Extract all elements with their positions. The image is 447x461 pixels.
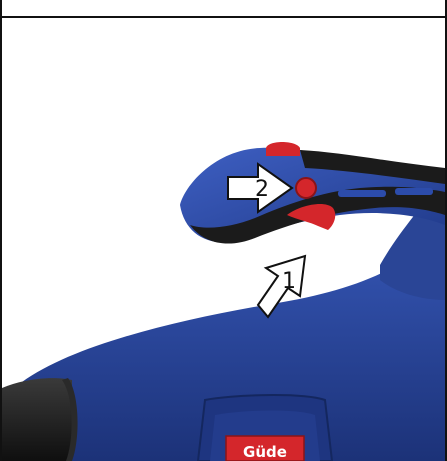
grip-slot [338, 190, 386, 197]
brand-logo: Güde [243, 443, 287, 461]
power-button [296, 178, 316, 198]
blower-tube [2, 378, 72, 461]
arrow-1-label: 1 [282, 269, 296, 294]
top-lock-button [266, 142, 300, 156]
arrow-2-label: 2 [255, 177, 269, 202]
grip-slot [395, 188, 433, 195]
